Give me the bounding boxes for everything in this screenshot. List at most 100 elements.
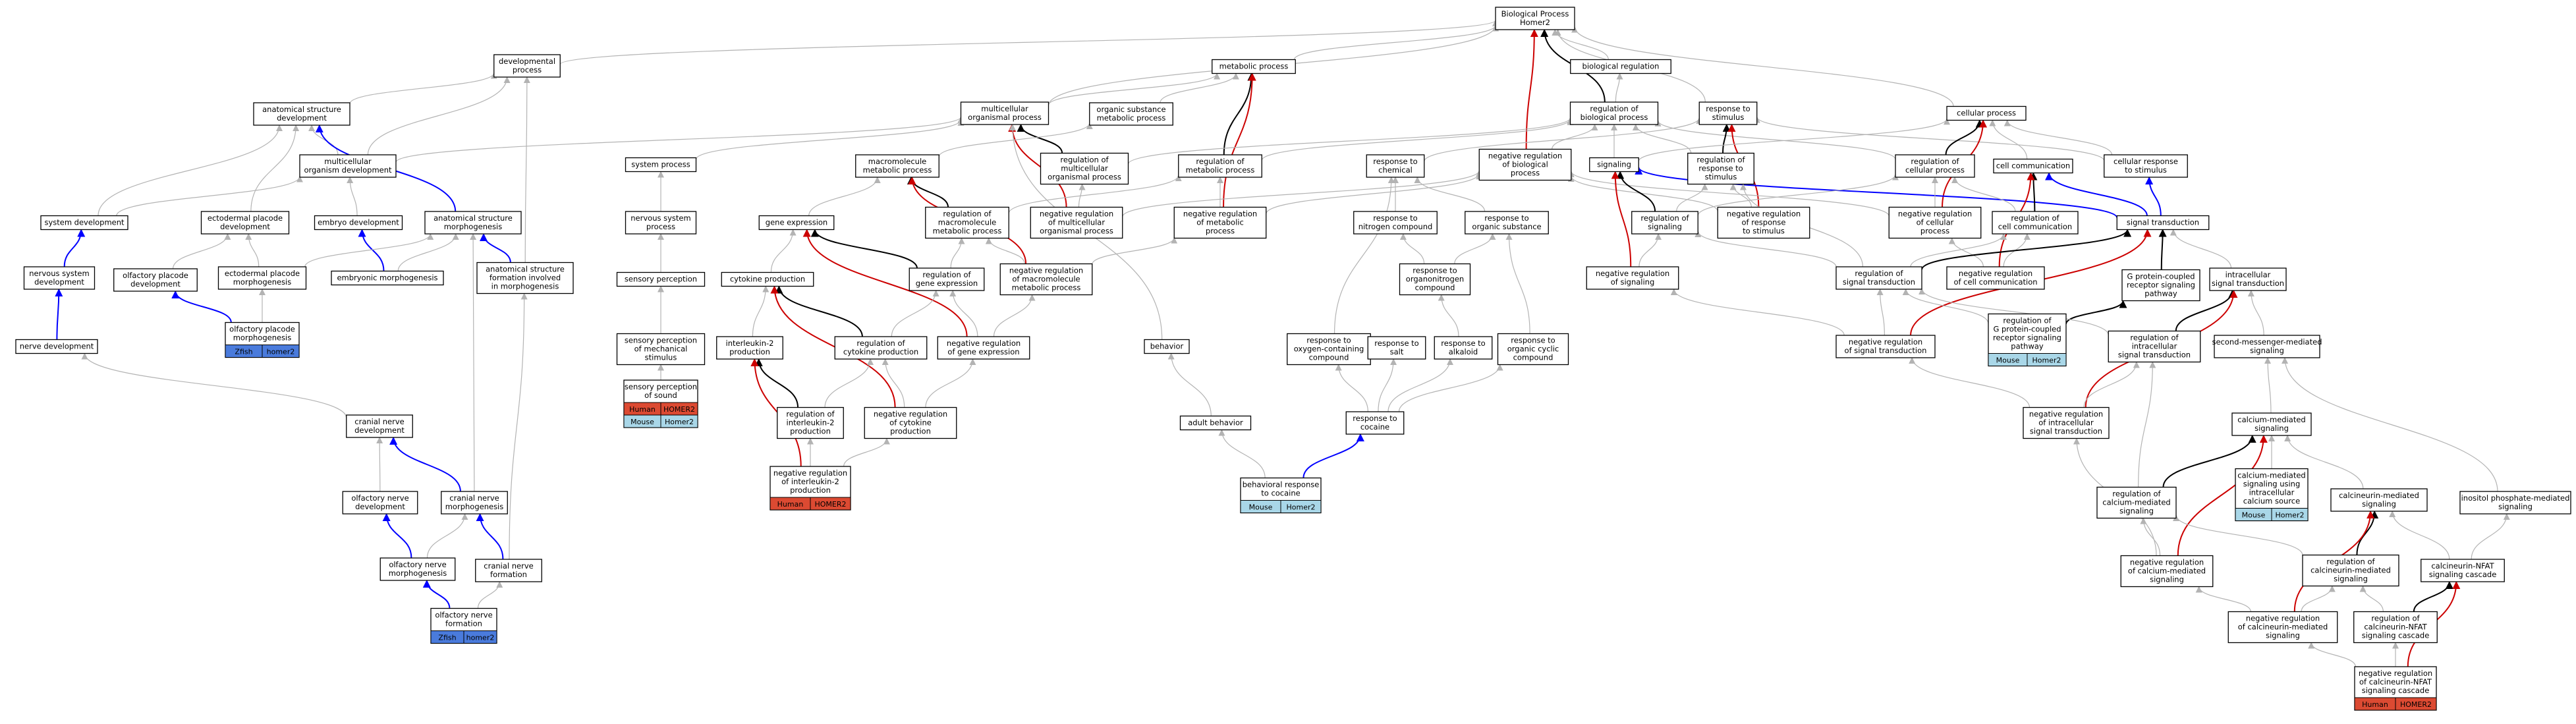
edge-is-a <box>1266 173 1483 214</box>
go-term-embdev[interactable]: embryo development <box>314 215 403 231</box>
go-term-regcalcsig[interactable]: regulation ofcalcineurin-mediatedsignali… <box>2302 554 2399 587</box>
go-term-meta[interactable]: metabolic process <box>1212 59 1296 74</box>
go-term-cellcomm[interactable]: cell communication <box>1993 158 2073 174</box>
go-term-signaling[interactable]: signaling <box>1589 157 1639 173</box>
go-term-label: regulation of <box>1196 157 1245 166</box>
go-term-label: anatomical structure <box>262 105 341 114</box>
go-term-cp[interactable]: cellular process <box>1946 105 2027 121</box>
go-term-adultbeh[interactable]: adult behavior <box>1179 415 1252 431</box>
go-term-sensperc[interactable]: sensory perception <box>616 271 706 287</box>
go-term-embmorph[interactable]: embryonic morphogenesis <box>331 270 444 286</box>
go-term-label: regulation of <box>1060 155 1109 165</box>
go-term-behavior[interactable]: behavior <box>1144 339 1190 354</box>
go-term-geneexp[interactable]: gene expression <box>758 215 835 231</box>
go-term-nervedev[interactable]: nerve development <box>15 339 98 354</box>
go-term-cytprod[interactable]: cytokine production <box>721 271 814 287</box>
go-term-sigtrans[interactable]: signal transduction <box>2116 215 2210 231</box>
go-term-box <box>999 263 1093 296</box>
go-term-label: regulation of <box>2003 316 2052 325</box>
go-term-sysdev[interactable]: system development <box>40 215 128 231</box>
go-term-sysproc[interactable]: system process <box>625 157 697 173</box>
go-term-label: compound <box>1309 353 1349 362</box>
go-term-bioreg[interactable]: biological regulation <box>1570 59 1671 74</box>
